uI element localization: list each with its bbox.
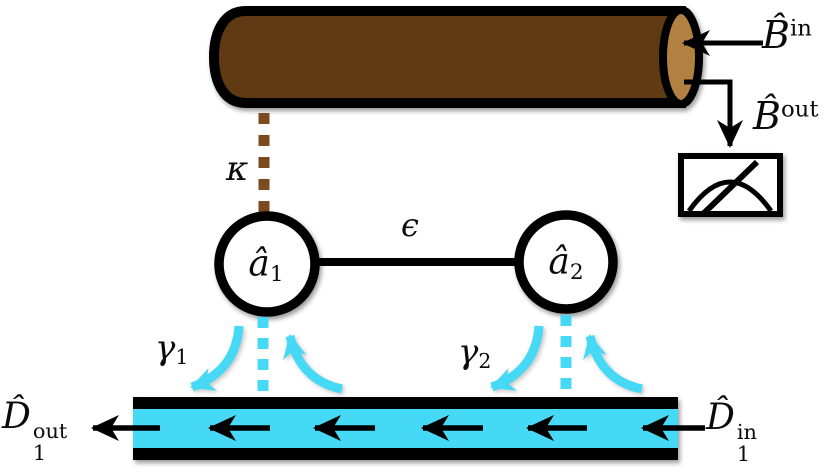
gamma2-label: γ2 bbox=[458, 335, 491, 372]
waveguide-bottom-wall bbox=[133, 448, 678, 460]
cavity-cylinder-body bbox=[208, 6, 686, 108]
kappa-label: κ bbox=[226, 149, 249, 189]
epsilon-label: ϵ bbox=[401, 206, 419, 244]
waveguide-top-wall bbox=[133, 397, 678, 409]
gamma1-subscript: 1 bbox=[175, 345, 189, 370]
meter-dial-arc bbox=[686, 179, 774, 213]
gamma2-decay-arrows bbox=[490, 325, 644, 394]
a2-subscript: 2 bbox=[569, 259, 584, 285]
gamma1-up-arrow bbox=[283, 334, 344, 394]
b-in-base: B̂ bbox=[762, 13, 790, 57]
gamma1-down-arrow bbox=[190, 325, 244, 392]
d1-in-superscript: in bbox=[736, 420, 757, 445]
gamma2-subscript: 2 bbox=[478, 349, 492, 374]
a2-base: â bbox=[548, 241, 570, 283]
b-out-label: B̂out bbox=[753, 97, 819, 135]
a1-base: â bbox=[248, 243, 270, 285]
gamma1-label: γ1 bbox=[155, 331, 188, 368]
cavity-cylinder-endcap bbox=[659, 6, 703, 108]
a2-label: â2 bbox=[548, 241, 584, 285]
meter-needle bbox=[700, 159, 760, 217]
d1-in-base: D̂ bbox=[706, 397, 735, 438]
d1-in-subscript: 1 bbox=[736, 442, 751, 467]
gamma2-base: γ bbox=[458, 332, 479, 372]
a1-label: â1 bbox=[248, 243, 284, 287]
cavity-cylinder bbox=[208, 6, 703, 108]
gamma1-base: γ bbox=[155, 328, 176, 368]
mode-circle-a1 bbox=[214, 211, 320, 317]
gamma2-down-arrow bbox=[490, 325, 544, 392]
b-in-superscript: in bbox=[789, 15, 812, 42]
gamma2-up-arrow bbox=[583, 334, 644, 394]
d1-out-superscript: out bbox=[32, 419, 68, 444]
d1-out-subscript: 1 bbox=[32, 441, 47, 466]
b-out-base: B̂ bbox=[753, 94, 781, 138]
meter-icon bbox=[678, 153, 783, 217]
b-out-arrow bbox=[684, 79, 743, 148]
gamma1-decay-arrows bbox=[190, 325, 344, 394]
a1-subscript: 1 bbox=[269, 261, 284, 287]
b-out-superscript: out bbox=[780, 96, 819, 123]
d1-out-base: D̂ bbox=[2, 396, 31, 437]
b-in-label: B̂in bbox=[762, 16, 812, 54]
mode-circle-a2 bbox=[514, 210, 618, 314]
